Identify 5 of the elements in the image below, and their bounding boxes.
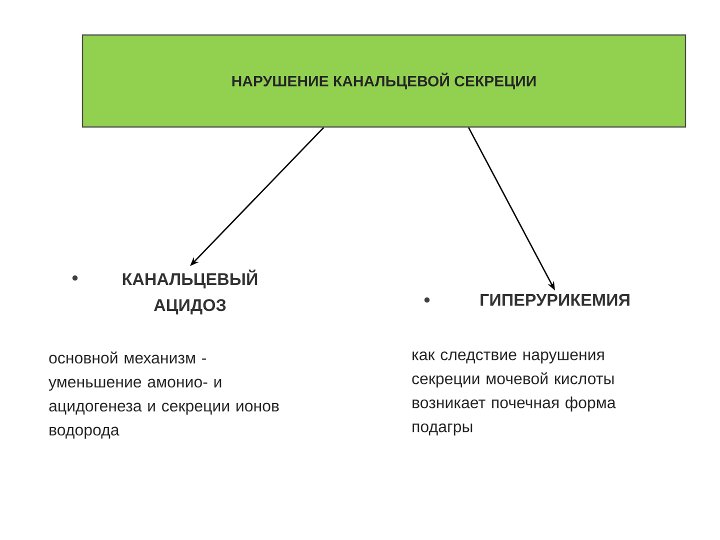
body-text: основной механизм - уменьшение амонио- и ацидогенеза и секреции ионов водорода bbox=[48, 352, 279, 439]
heading-text: КАНАЛЬЦЕВЫЙ АЦИДОЗ bbox=[122, 270, 258, 314]
title-box: НАРУШЕНИЕ КАНАЛЬЦЕВОЙ СЕКРЕЦИИ bbox=[82, 34, 686, 128]
heading-text: ГИПЕРУРИКЕМИЯ bbox=[480, 294, 630, 306]
body-text: как следствие нарушения секреции мочевой кислоты возникает почечная форма подагры bbox=[412, 352, 616, 436]
